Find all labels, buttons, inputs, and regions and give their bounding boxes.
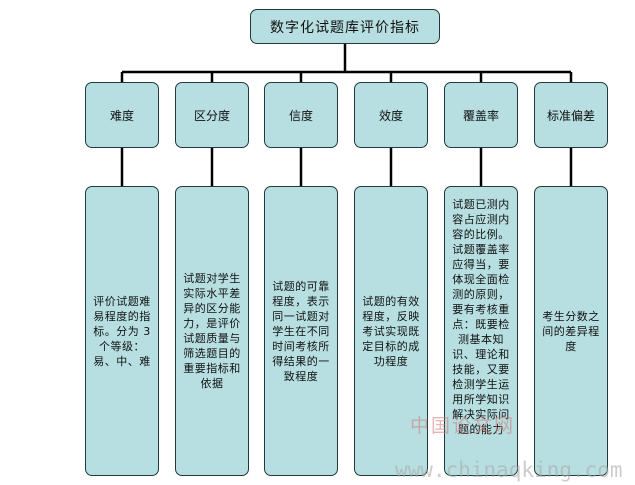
watermark-url: www.chinaqking.com — [395, 458, 623, 482]
desc-coverage: 试题已测内容占应测内容的比例。试题覆盖率应得当，要体现全面检测的原则，要有考核重… — [444, 186, 518, 476]
desc-text: 试题对学生实际水平差异的区分能力，是评价试题质量与筛选题目的重要指标和依据 — [183, 272, 241, 390]
desc-difficulty: 评价试题难易程度的指标。分为 3 个等级：易、中、难 — [85, 186, 159, 476]
desc-validity: 试题的有效程度，反映考试实现既定目标的成功程度 — [354, 186, 428, 476]
indicator-label: 效度 — [378, 108, 403, 123]
desc-reliability: 试题的可靠程度，表示同一试题对学生在不同时间考核所得结果的一致程度 — [264, 186, 338, 476]
root-node: 数字化试题库评价指标 — [250, 9, 440, 44]
indicator-standard-deviation: 标准偏差 — [534, 82, 608, 148]
indicator-discrimination: 区分度 — [175, 82, 249, 148]
desc-discrimination: 试题对学生实际水平差异的区分能力，是评价试题质量与筛选题目的重要指标和依据 — [175, 186, 249, 476]
desc-text: 评价试题难易程度的指标。分为 3 个等级：易、中、难 — [93, 294, 151, 368]
indicator-label: 信度 — [288, 108, 313, 123]
desc-text: 考生分数之间的差异程度 — [542, 309, 600, 353]
indicator-label: 难度 — [109, 108, 134, 123]
indicator-validity: 效度 — [354, 82, 428, 148]
desc-text: 试题的有效程度，反映考试实现既定目标的成功程度 — [362, 294, 420, 368]
indicator-coverage: 覆盖率 — [444, 82, 518, 148]
desc-standard-deviation: 考生分数之间的差异程度 — [534, 186, 608, 476]
desc-text: 试题的可靠程度，表示同一试题对学生在不同时间考核所得结果的一致程度 — [272, 279, 330, 383]
watermark-site-name: 中国论文网 — [410, 415, 516, 437]
indicator-label: 覆盖率 — [462, 108, 499, 123]
root-label: 数字化试题库评价指标 — [270, 19, 420, 36]
indicator-label: 标准偏差 — [546, 108, 595, 123]
indicator-reliability: 信度 — [264, 82, 338, 148]
indicator-difficulty: 难度 — [85, 82, 159, 148]
indicator-label: 区分度 — [193, 108, 230, 123]
desc-text: 试题已测内容占应测内容的比例。试题覆盖率应得当，要体现全面检测的原则，要有考核重… — [452, 198, 510, 436]
